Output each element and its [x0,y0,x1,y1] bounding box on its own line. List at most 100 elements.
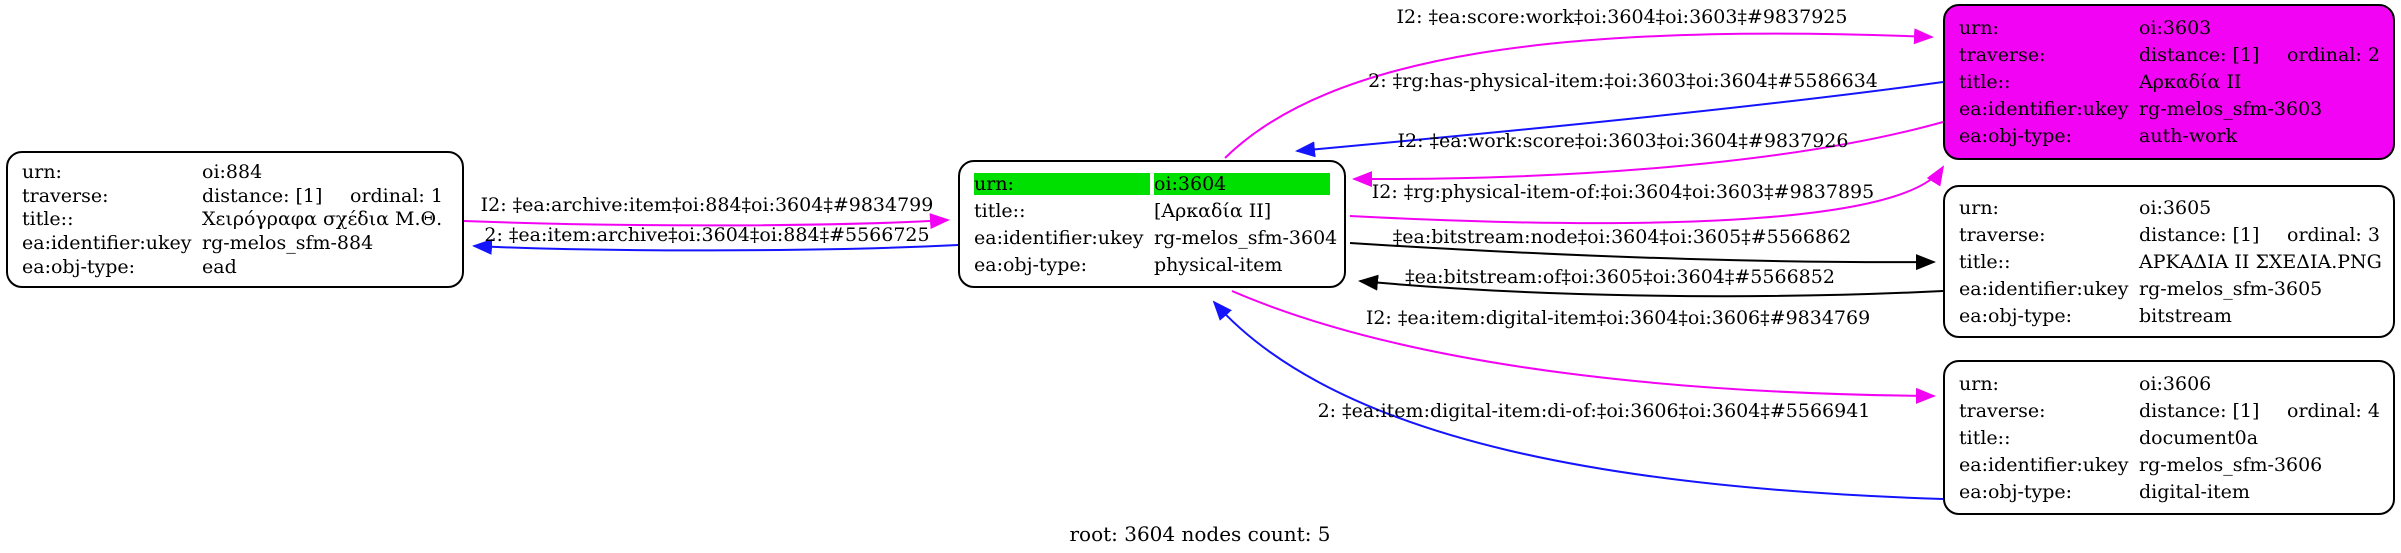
node-row: traverse: distance: [1] ordinal: 2 [1959,42,2380,69]
field-key: ea:obj-type: [22,256,136,279]
field-value: rg-melos_sfm-3606 [2139,453,2323,476]
field-key: ea:obj-type: [974,253,1088,276]
field-key: traverse: [1959,399,2046,422]
field-value: document0a [2139,426,2259,449]
edge-ea-item-archive [472,238,959,255]
field-value: [Αρκαδία ΙΙ] [1154,199,1272,222]
field-key: title:: [1959,426,2011,449]
field-key: ea:identifier:ukey [1959,277,2129,300]
field-value: oi:884 [202,160,263,183]
node-row: ea:identifier:ukey rg-melos_sfm-3606 [1959,451,2379,478]
node-row: ea:identifier:ukey rg-melos_sfm-3605 [1959,275,2379,302]
field-value: oi:3604 [1154,172,1330,195]
node-oi-3604: urn: oi:3604 title:: [Αρκαδία ΙΙ] ea:ide… [958,160,1346,288]
edge-label-rg-physical-item-of: I2: ‡rg:physical-item-of:‡oi:3604‡oi:360… [1371,181,1875,203]
field-key: urn: [1959,196,1999,219]
edge-ea-bitstream-node [1349,242,1936,271]
field-value: ead [202,256,237,279]
field-key: traverse: [1959,44,2046,66]
field-key: urn: [22,160,62,183]
field-key: title:: [1959,250,2011,273]
edge-label-ea-item-digital-item-di-of: 2: ‡ea:item:digital-item:di-of:‡oi:3606‡… [1317,400,1871,422]
node-row: ea:identifier:ukey rg-melos_sfm-884 [22,231,448,255]
edge-label-ea-work-score: I2: ‡ea:work:score‡oi:3603‡oi:3604‡#9837… [1397,130,1849,152]
graph-caption: root: 3604 nodes count: 5 [1069,522,1331,546]
node-oi-3605: urn: oi:3605 traverse: distance: [1] ord… [1943,185,2395,338]
node-row: traverse: distance: [1] ordinal: 3 [1959,221,2380,248]
field-key: ea:obj-type: [1959,125,2073,147]
field-value: auth-work [2139,125,2238,147]
edge-label-ea-score-work: I2: ‡ea:score:work‡oi:3604‡oi:3603‡#9837… [1396,6,1848,28]
field-value: oi:3603 [2139,17,2212,39]
field-value: rg-melos_sfm-3604 [1154,226,1338,249]
node-row: urn: oi:3603 [1959,15,2379,42]
field-value: rg-melos_sfm-3605 [2139,277,2323,300]
edge-label-rg-has-physical-item: 2: ‡rg:has-physical-item:‡oi:3603‡oi:360… [1368,70,1878,92]
field-key: title:: [1959,71,2011,93]
node-row: ea:obj-type: bitstream [1959,302,2379,329]
edge-ea-item-digital-item [1231,290,1936,404]
node-row: urn: oi:3605 [1959,194,2379,221]
edge-label-ea-bitstream-node: ‡ea:bitstream:node‡oi:3604‡oi:3605‡#5566… [1392,226,1852,248]
field-value: distance: [1] [2139,399,2260,422]
field-key: traverse: [1959,223,2046,246]
field-value: ordinal: 4 [2287,399,2380,422]
field-value: ordinal: 1 [350,184,443,207]
node-row: ea:identifier:ukey rg-melos_sfm-3603 [1959,96,2379,123]
field-key: urn: [1959,17,1999,39]
field-key: ea:obj-type: [1959,480,2073,503]
node-row: urn: oi:3606 [1959,370,2379,397]
node-row: title:: Αρκαδία ΙΙ [1959,69,2379,96]
field-value: Αρκαδία ΙΙ [2139,71,2242,93]
edge-ea-bitstream-of [1358,274,1944,298]
edge-ea-archive-item [463,213,950,230]
edge-ea-work-score [1352,121,1944,188]
field-key: ea:obj-type: [1959,304,2073,327]
node-row: ea:obj-type: ead [22,255,448,279]
field-value: rg-melos_sfm-3603 [2139,98,2323,120]
edge-rg-has-physical-item [1295,81,1944,158]
field-key: ea:identifier:ukey [1959,453,2129,476]
field-value: ordinal: 2 [2287,44,2380,66]
node-row: title:: [Αρκαδία ΙΙ] [974,197,1330,224]
field-key: title:: [974,199,1026,222]
node-row: title:: ΑΡΚΑΔΙΑ ΙΙ ΣΧΕΔΙΑ.PNG [1959,248,2382,275]
node-oi-3606: urn: oi:3606 traverse: distance: [1] ord… [1943,360,2395,515]
node-oi-3603: urn: oi:3603 traverse: distance: [1] ord… [1943,4,2395,160]
field-value: bitstream [2139,304,2232,327]
node-row: urn: oi:884 [22,160,448,184]
field-value: distance: [1] [2139,44,2260,66]
field-value: ΑΡΚΑΔΙΑ ΙΙ ΣΧΕΔΙΑ.PNG [2139,250,2382,273]
node-row: traverse: distance: [1] ordinal: 1 [22,184,448,208]
node-row: traverse: distance: [1] ordinal: 4 [1959,397,2380,424]
node-oi-884: urn: oi:884 traverse: distance: [1] ordi… [6,151,464,288]
field-key: ea:identifier:ukey [22,232,192,255]
edge-ea-item-digital-item-di-of [1212,300,1944,500]
field-value: distance: [1] [2139,223,2260,246]
field-key: urn: [1959,372,1999,395]
field-key: traverse: [22,184,109,207]
node-row: title:: Χειρόγραφα σχέδια Μ.Θ. [22,208,448,232]
field-value: digital-item [2139,480,2250,503]
node-row-highlighted: urn: oi:3604 [974,170,1330,197]
edge-rg-physical-item-of [1349,165,1945,225]
field-value: distance: [1] [202,184,323,207]
node-row: ea:identifier:ukey rg-melos_sfm-3604 [974,224,1337,251]
node-row: title:: document0a [1959,424,2379,451]
field-value: rg-melos_sfm-884 [202,232,374,255]
edge-label-ea-archive-item: I2: ‡ea:archive:item‡oi:884‡oi:3604‡#983… [480,194,934,216]
field-key: ea:identifier:ukey [974,226,1144,249]
field-value: oi:3605 [2139,196,2212,219]
node-row: ea:obj-type: auth-work [1959,123,2379,150]
field-value: ordinal: 3 [2287,223,2380,246]
field-value: Χειρόγραφα σχέδια Μ.Θ. [202,208,443,231]
edge-label-ea-item-digital-item: I2: ‡ea:item:digital-item‡oi:3604‡oi:360… [1365,307,1871,329]
edge-ea-score-work [1224,28,1934,159]
field-key: title:: [22,208,74,231]
edge-label-ea-bitstream-of: ‡ea:bitstream:of‡oi:3605‡oi:3604‡#556685… [1405,266,1835,288]
field-value: physical-item [1154,253,1283,276]
edge-label-ea-item-archive: 2: ‡ea:item:archive‡oi:3604‡oi:884‡#5566… [484,224,930,246]
field-value: oi:3606 [2139,372,2212,395]
node-row: ea:obj-type: physical-item [974,251,1330,278]
